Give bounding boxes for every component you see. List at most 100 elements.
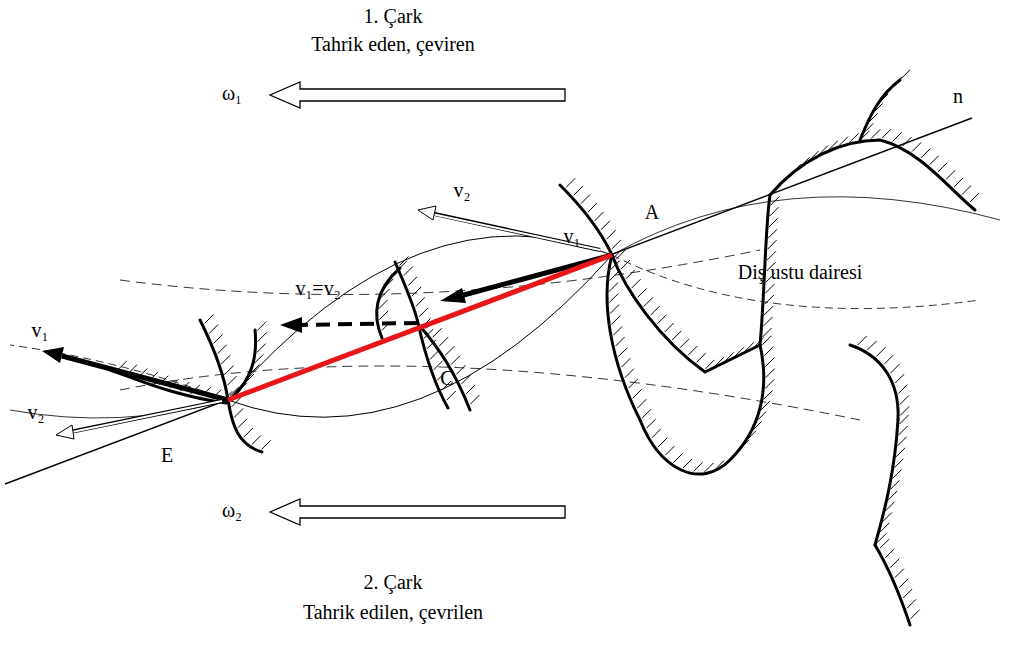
hatch-line (221, 355, 230, 364)
gear-role: Tahrik edilen, çevrilen (301, 601, 485, 623)
hatch-line (238, 419, 247, 428)
hatch-line (800, 157, 809, 166)
hatch-line (612, 240, 621, 249)
gear-title: 1. Çark (362, 5, 425, 27)
hatch-line (912, 143, 921, 152)
hatch-line (757, 411, 766, 420)
velocity-label: v₁ (562, 225, 583, 247)
hatch-line (883, 512, 892, 521)
hatch-line (882, 129, 891, 138)
hatch-line (638, 288, 647, 297)
hatch-line (880, 539, 889, 548)
hatch-line (625, 369, 634, 378)
hatch-line (867, 341, 876, 350)
hatch-line (697, 353, 706, 362)
hatch-line (609, 294, 618, 303)
hatch-line (250, 365, 259, 374)
hatch-line (893, 132, 902, 141)
hatch-line (765, 380, 774, 389)
hatch-line (451, 356, 460, 365)
hatch-line (898, 437, 907, 446)
hatch-line (715, 460, 724, 469)
hatch-line (733, 448, 742, 457)
hatch-line (899, 579, 908, 588)
hatch-line (633, 389, 642, 398)
hatch-line (609, 272, 618, 281)
hatch-line (433, 328, 442, 337)
hatch-line (214, 334, 223, 343)
hatch-line (574, 186, 583, 195)
hatch-line (470, 395, 479, 404)
hatch-line (466, 385, 475, 394)
hatch-line (683, 459, 692, 468)
hatch-line (601, 221, 610, 230)
hatch-line (792, 164, 801, 173)
hatch-line (234, 408, 243, 417)
hatch-line (725, 352, 734, 361)
hatch-line (946, 170, 955, 179)
hatch-line (764, 306, 773, 315)
hatch-line (880, 523, 889, 532)
hatch-line (205, 314, 214, 323)
hatch-line (439, 337, 448, 346)
hatch-line (715, 357, 724, 366)
hatch-line (890, 559, 899, 568)
hatch-line (254, 354, 263, 363)
hatch-line (819, 146, 828, 155)
hatch-line (784, 172, 793, 181)
point-label: E (159, 444, 175, 466)
hatch-line (895, 569, 904, 578)
hatch-line (408, 277, 417, 286)
hatch-line (809, 151, 818, 160)
hatch-line (765, 284, 774, 293)
hatch-line (864, 123, 873, 132)
hatch-line (581, 195, 590, 204)
hatch-line (416, 297, 425, 306)
hatch-line (238, 383, 247, 392)
hatch-line (725, 455, 734, 464)
hatch-line (900, 415, 909, 424)
velocity-label: v₂ (452, 179, 473, 201)
hatch-line (658, 438, 667, 447)
velocity-label: v₁=v₂ (293, 277, 342, 299)
hatch-line (704, 463, 713, 472)
line-label: n (951, 85, 965, 107)
hatch-line (379, 311, 388, 320)
velocity-label: v₁ (30, 319, 51, 341)
hatch-line (877, 534, 886, 543)
hatch-line (257, 344, 266, 353)
hatch-line (954, 178, 963, 187)
gear-title: 2. Çark (362, 571, 425, 593)
hatch-line (765, 295, 774, 304)
hatch-line (885, 549, 894, 558)
hatch-line (227, 376, 236, 385)
hatch-line (911, 610, 920, 619)
hatch-line (755, 338, 764, 347)
hatch-line (745, 342, 754, 351)
hatch-line (890, 480, 899, 489)
hatch-line (650, 306, 659, 315)
hatch-line (430, 350, 439, 359)
hatch-line (766, 369, 775, 378)
hatch-line (621, 358, 630, 367)
hatch-line (876, 347, 885, 356)
hatch-line (244, 428, 253, 437)
hatch-line (764, 347, 773, 356)
hatch-line (652, 429, 661, 438)
hatch-line (637, 399, 646, 408)
hatch-line (595, 212, 604, 221)
hatch-line (611, 315, 620, 324)
hatch-line (762, 336, 771, 345)
hatch-line (894, 459, 903, 468)
hatch-line (694, 462, 703, 471)
hatch-line (674, 453, 683, 462)
hatch-line (907, 599, 916, 608)
hatch-line (613, 250, 622, 259)
hatch-line (613, 326, 622, 335)
hatch-line (753, 421, 762, 430)
hatch-line (209, 324, 218, 333)
hatch-line (462, 375, 471, 384)
hatch-line (665, 323, 674, 332)
hatch-line (245, 374, 254, 383)
hatch-line (424, 329, 433, 338)
